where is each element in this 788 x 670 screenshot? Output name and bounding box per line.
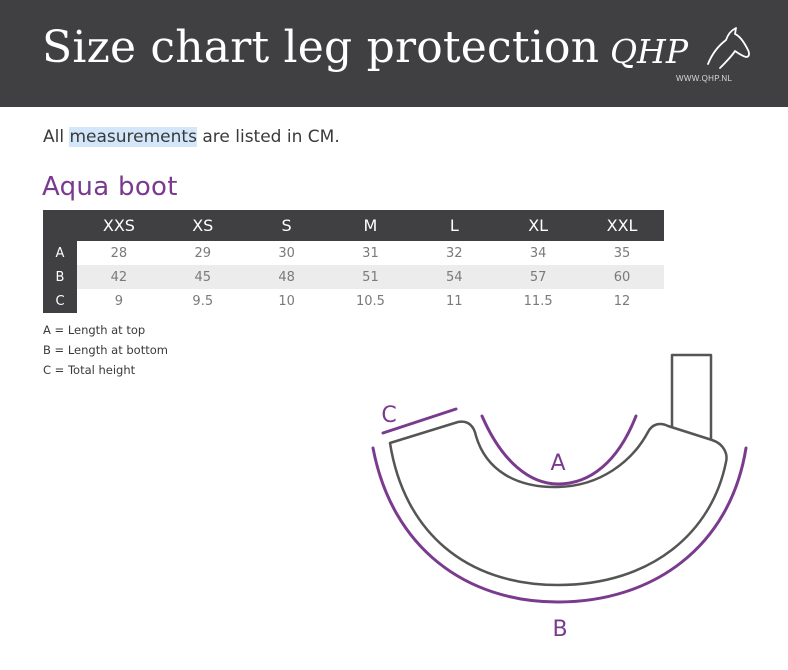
table-cell: 45: [160, 265, 245, 289]
table-cell: 9: [114, 293, 124, 309]
table-header-row: XXS XS S M L XL XXL: [43, 210, 664, 241]
measure-arc-b: [371, 446, 748, 604]
section-title: Aqua boot: [42, 172, 178, 202]
logo-url: WWW.QHP.NL: [676, 74, 733, 83]
table-cell: 60: [580, 265, 664, 289]
table-cell: 9.5: [192, 293, 214, 309]
table-row: A 28 29 30 31 32 34 35: [43, 241, 664, 265]
row-label: A: [43, 241, 77, 265]
table-header-cell: S: [244, 210, 329, 241]
table-cell: 31: [362, 245, 379, 261]
intro-highlight: measurements: [69, 127, 197, 147]
logo-text: QHP: [610, 32, 689, 71]
table-cell: 10.5: [355, 293, 385, 309]
boot-diagram: A B C: [371, 353, 748, 642]
table-header-cell: M: [328, 210, 413, 241]
label-a: A: [550, 451, 565, 476]
table-cell: 35: [613, 245, 631, 261]
table-header-cell: XS: [160, 210, 245, 241]
table-cell: 48: [244, 265, 329, 289]
horse-head-icon: [707, 27, 750, 69]
label-c: C: [381, 403, 396, 428]
legend-item: A = Length at top: [43, 323, 146, 337]
table-row: B 42 45 48 51 54 57 60: [43, 265, 664, 289]
table-cell: 12: [613, 293, 631, 309]
intro-text: All measurements are listed in CM.: [43, 127, 340, 147]
intro-prefix: All: [43, 127, 70, 147]
qhp-logo: QHP WWW.QHP.NL: [606, 24, 756, 86]
row-label: B: [43, 265, 77, 289]
table-cell: 11: [446, 293, 463, 309]
table-cell: 42: [77, 265, 161, 289]
table-cell: 34: [529, 245, 547, 261]
size-table: XXS XS S M L XL XXL A 28 29 30 31 32 34 …: [43, 210, 664, 313]
table-row: C 9 9.5 10 10.5 11 11.5 12: [43, 289, 664, 313]
table-header-corner: [43, 210, 77, 241]
measurement-legend: A = Length at top B = Length at bottom C…: [43, 320, 168, 380]
legend-item: C = Total height: [43, 363, 136, 377]
table-cell: 51: [328, 265, 413, 289]
table-header-cell: XL: [496, 210, 581, 241]
boot-outline: [388, 420, 728, 587]
measure-line-c: [381, 407, 458, 435]
table-cell: 28: [110, 245, 128, 261]
table-cell: 10: [278, 293, 295, 309]
table-cell: 32: [446, 245, 463, 261]
intro-suffix: are listed in CM.: [196, 127, 340, 147]
table-cell: 30: [278, 245, 295, 261]
table-cell: 57: [496, 265, 581, 289]
measure-arc-a: [480, 414, 638, 486]
row-label: C: [43, 289, 77, 313]
label-b: B: [552, 617, 567, 642]
header-banner: Size chart leg protection QHP WWW.QHP.NL: [0, 0, 788, 107]
table-header-cell: L: [412, 210, 497, 241]
table-cell: 29: [194, 245, 212, 261]
table-header-cell: XXL: [580, 210, 664, 241]
table-cell: 11.5: [523, 293, 553, 309]
table-header-cell: XXS: [77, 210, 161, 241]
legend-item: B = Length at bottom: [43, 343, 168, 357]
page-title: Size chart leg protection: [42, 22, 600, 73]
table-cell: 54: [412, 265, 497, 289]
boot-strap: [670, 353, 713, 440]
